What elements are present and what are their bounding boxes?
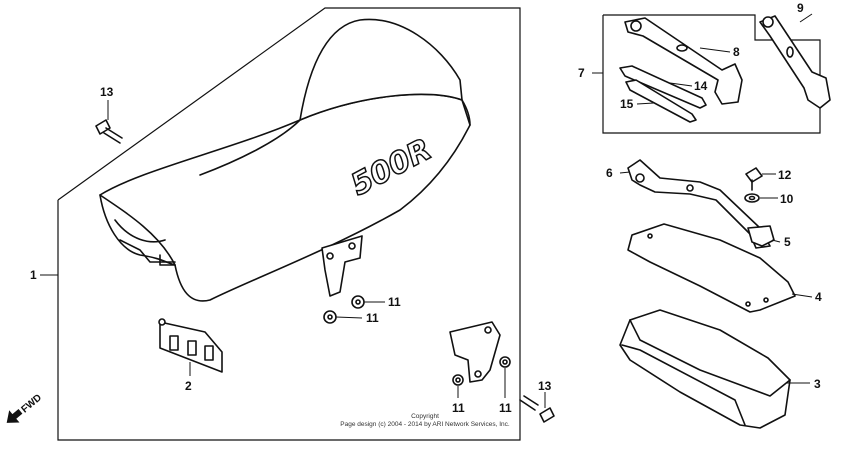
fwd-arrow: FWD [6,392,44,423]
wrench-part-8[interactable] [624,17,743,105]
callout-11a: 11 [388,295,401,309]
callout-13-lower: 13 [538,379,552,393]
screwdriver-part-14[interactable] [619,65,707,109]
copyright-line-2: Page design (c) 2004 - 2014 by ARI Netwo… [340,421,510,428]
seat-part[interactable] [99,18,471,302]
rear-bracket[interactable] [449,321,501,383]
seat-bracket[interactable] [321,235,363,297]
callout-4: 4 [815,290,822,304]
nut-11c[interactable] [452,374,464,386]
seat-assembly-frame [57,7,521,441]
bolt-part-12[interactable] [745,167,763,191]
callout-7: 7 [578,66,585,80]
wrench-part-9[interactable] [759,15,831,109]
callout-10: 10 [780,192,794,206]
nut-11a[interactable] [351,295,365,309]
washer-part-10[interactable] [744,193,760,203]
bolt-13-upper[interactable] [95,119,123,144]
clip-part-5[interactable] [747,225,775,247]
hook-bracket-part[interactable] [158,318,223,373]
callout-11c: 11 [452,401,465,415]
tool-kit-frame [602,14,821,134]
nut-11d[interactable] [499,356,511,368]
callout-3: 3 [814,377,821,391]
fwd-label: FWD [19,392,44,415]
callout-9: 9 [797,1,804,15]
callout-5: 5 [784,235,791,249]
copyright-line-1: Copyright [411,413,439,420]
callout-11d: 11 [499,401,512,415]
screwdriver-part-15[interactable] [625,79,697,123]
nut-11b[interactable] [323,310,337,324]
callout-11b: 11 [366,311,379,325]
callout-15: 15 [620,97,634,111]
tool-bag-part-3[interactable] [619,309,791,429]
strap-part-6[interactable] [627,159,771,249]
callout-12: 12 [778,168,792,182]
bolt-13-lower[interactable] [519,395,555,423]
tool-tray-cover-part-4[interactable] [627,223,796,313]
callout-6: 6 [606,166,613,180]
callout-2: 2 [185,379,192,393]
callout-14: 14 [694,79,708,93]
callout-13-upper: 13 [100,85,114,99]
callout-8: 8 [733,45,740,59]
callout-1: 1 [30,268,37,282]
